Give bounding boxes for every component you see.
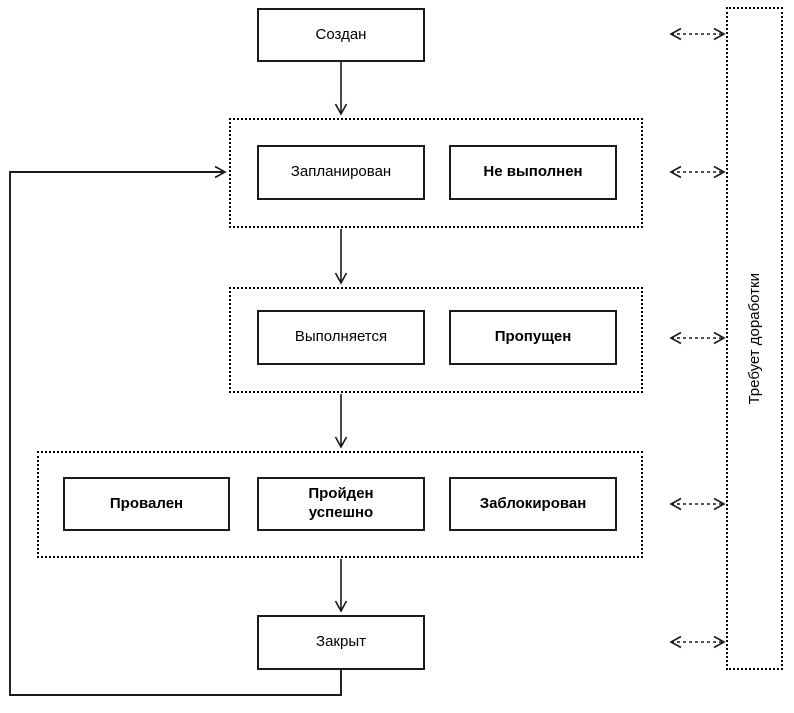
node-skipped: Пропущен	[449, 310, 617, 365]
node-passed-ok-label: Пройден успешно	[308, 485, 374, 521]
edge-closed-loop-to-planned-group	[9, 165, 342, 696]
node-in-progress: Выполняется	[257, 310, 425, 365]
group-planned	[229, 118, 643, 228]
node-passed-ok: Пройден успешно	[257, 477, 425, 531]
node-blocked-label: Заблокирован	[479, 494, 587, 512]
node-failed: Провален	[63, 477, 230, 531]
node-closed-label: Закрыт	[316, 633, 366, 651]
node-not-executed-label: Не выполнен	[483, 163, 583, 181]
node-in-progress-label: Выполняется	[294, 328, 388, 346]
node-not-executed: Не выполнен	[449, 145, 617, 200]
node-needs-rework: Требует доработки	[726, 7, 783, 670]
node-closed: Закрыт	[257, 615, 425, 670]
group-result	[37, 451, 643, 558]
node-created-label: Создан	[315, 25, 367, 43]
node-planned: Запланирован	[257, 145, 425, 200]
node-skipped-label: Пропущен	[494, 328, 572, 346]
node-blocked: Заблокирован	[449, 477, 617, 531]
node-needs-rework-label: Требует доработки	[746, 272, 763, 405]
node-planned-label: Запланирован	[290, 163, 392, 181]
node-failed-label: Провален	[109, 494, 184, 512]
node-created: Создан	[257, 8, 425, 62]
group-executing	[229, 287, 643, 393]
